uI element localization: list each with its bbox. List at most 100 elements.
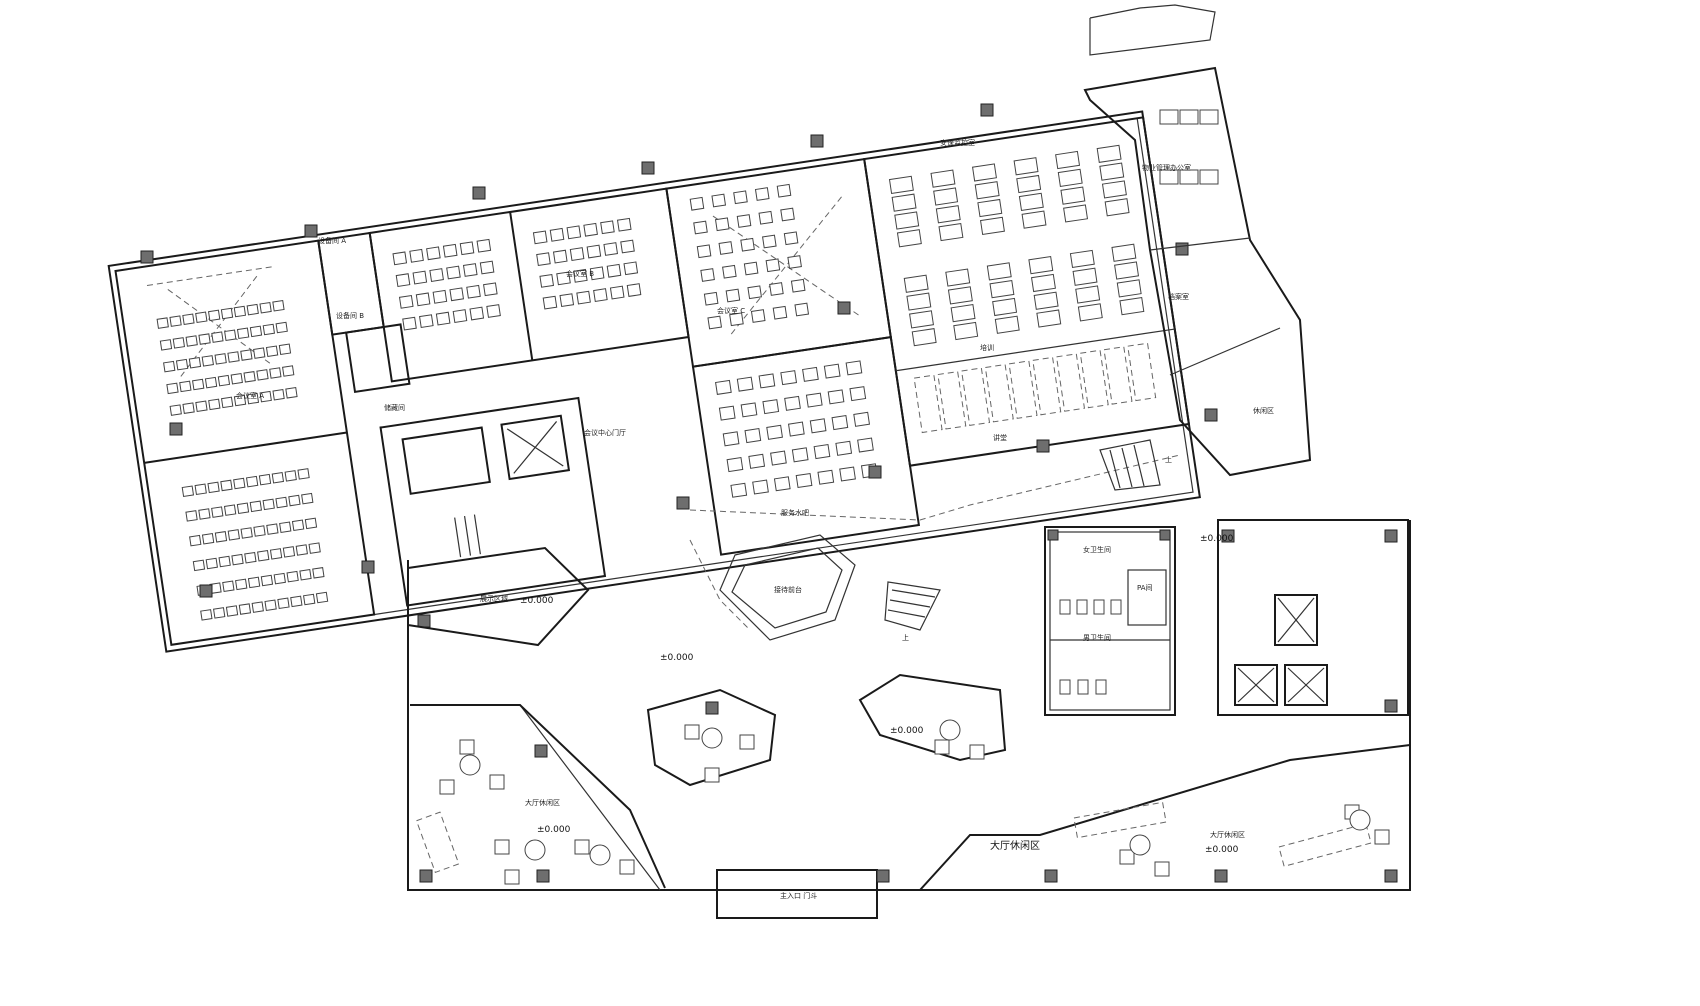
- chair: [839, 466, 856, 482]
- chair: [616, 217, 632, 232]
- chair: [195, 311, 208, 324]
- chair: [744, 428, 762, 444]
- training-room: [863, 116, 1191, 467]
- chair: [159, 339, 173, 351]
- lounge-chair: [1119, 849, 1135, 865]
- training-table: [903, 274, 929, 293]
- training-table: [1028, 256, 1054, 275]
- chair: [295, 544, 308, 556]
- chair: [214, 353, 227, 365]
- chair: [552, 249, 568, 264]
- lounge-island-1: [646, 688, 777, 787]
- chair: [845, 360, 863, 376]
- lounge-chair: [934, 739, 950, 755]
- chair: [573, 268, 588, 283]
- training-table: [1055, 150, 1081, 170]
- chair: [230, 372, 243, 385]
- chair: [758, 373, 776, 389]
- desk: [1159, 169, 1179, 185]
- chair: [303, 593, 316, 606]
- chair: [227, 529, 240, 541]
- seating-block: [984, 363, 1014, 423]
- chair: [189, 534, 202, 547]
- chair: [259, 301, 272, 314]
- chair: [730, 482, 748, 498]
- toilet: [1110, 599, 1122, 615]
- chair: [297, 468, 310, 480]
- label-training: 培训: [980, 343, 994, 352]
- chair: [185, 335, 198, 347]
- chair: [198, 333, 211, 345]
- chair: [419, 314, 434, 328]
- chair: [224, 329, 237, 341]
- training-table: [1036, 309, 1062, 328]
- chair: [791, 447, 809, 463]
- chair: [795, 472, 813, 489]
- seating-block: [937, 371, 967, 430]
- training-table: [1072, 267, 1098, 286]
- chair: [163, 360, 176, 373]
- chair: [853, 411, 871, 427]
- property-office-wing: [1083, 4, 1312, 477]
- chair: [835, 440, 853, 456]
- lounge-chair: [1374, 829, 1390, 845]
- chair: [532, 230, 548, 245]
- chair: [593, 288, 608, 302]
- chair: [269, 367, 282, 379]
- lobby: [407, 439, 1411, 919]
- columns: [140, 103, 1218, 628]
- chair: [432, 289, 448, 304]
- stair-up-mark: 上: [1165, 455, 1172, 464]
- chair: [452, 309, 468, 323]
- chair: [748, 453, 766, 469]
- seating-block: [913, 374, 943, 434]
- chair: [291, 519, 305, 532]
- restroom-block: [1044, 526, 1176, 716]
- chair: [559, 293, 575, 307]
- label-meeting-a: 会议室 A: [236, 391, 264, 400]
- label-meeting-c: 会议室 C: [717, 306, 745, 315]
- chair: [249, 325, 263, 338]
- lounge-chair: [739, 734, 755, 750]
- chair: [722, 264, 737, 279]
- chair: [207, 481, 220, 494]
- training-table: [1077, 303, 1103, 322]
- chair: [772, 305, 788, 320]
- level-mark: ±0.000: [1205, 845, 1239, 855]
- chair: [194, 483, 207, 496]
- chair: [175, 358, 189, 371]
- chair: [304, 517, 318, 530]
- chair: [288, 494, 301, 507]
- training-table: [945, 268, 971, 287]
- chair: [435, 311, 451, 326]
- lounge-chair: [494, 839, 510, 855]
- chair: [312, 567, 325, 579]
- chair: [299, 568, 312, 581]
- round-table: [939, 719, 961, 741]
- chair: [787, 255, 802, 269]
- desk: [1199, 109, 1219, 125]
- chair: [714, 217, 730, 232]
- chair: [247, 576, 261, 589]
- training-table: [1063, 204, 1089, 223]
- training-table: [1119, 297, 1145, 316]
- label-archive: 档案室: [1168, 292, 1189, 301]
- chair: [227, 351, 240, 363]
- level-mark: ±0.000: [1200, 534, 1234, 544]
- label-lounge-left: 大厅休闲区: [525, 798, 560, 807]
- left-wing: [107, 110, 1201, 653]
- chair: [479, 260, 495, 275]
- lounge-chair: [489, 774, 505, 790]
- chair: [264, 599, 277, 611]
- training-table: [1016, 174, 1042, 194]
- chair: [225, 605, 239, 617]
- chair: [857, 437, 874, 453]
- level-marks: ±0.000 ±0.000 ±0.000 ±0.000 ±0.000 ±0.00…: [520, 534, 1239, 855]
- lounge-chair: [459, 739, 475, 755]
- seating-block: [1032, 356, 1062, 416]
- label-female-wc: 女卫生间: [1083, 545, 1111, 554]
- chair: [809, 418, 827, 434]
- chair: [217, 374, 231, 387]
- training-table: [1033, 291, 1059, 310]
- chair: [245, 475, 259, 488]
